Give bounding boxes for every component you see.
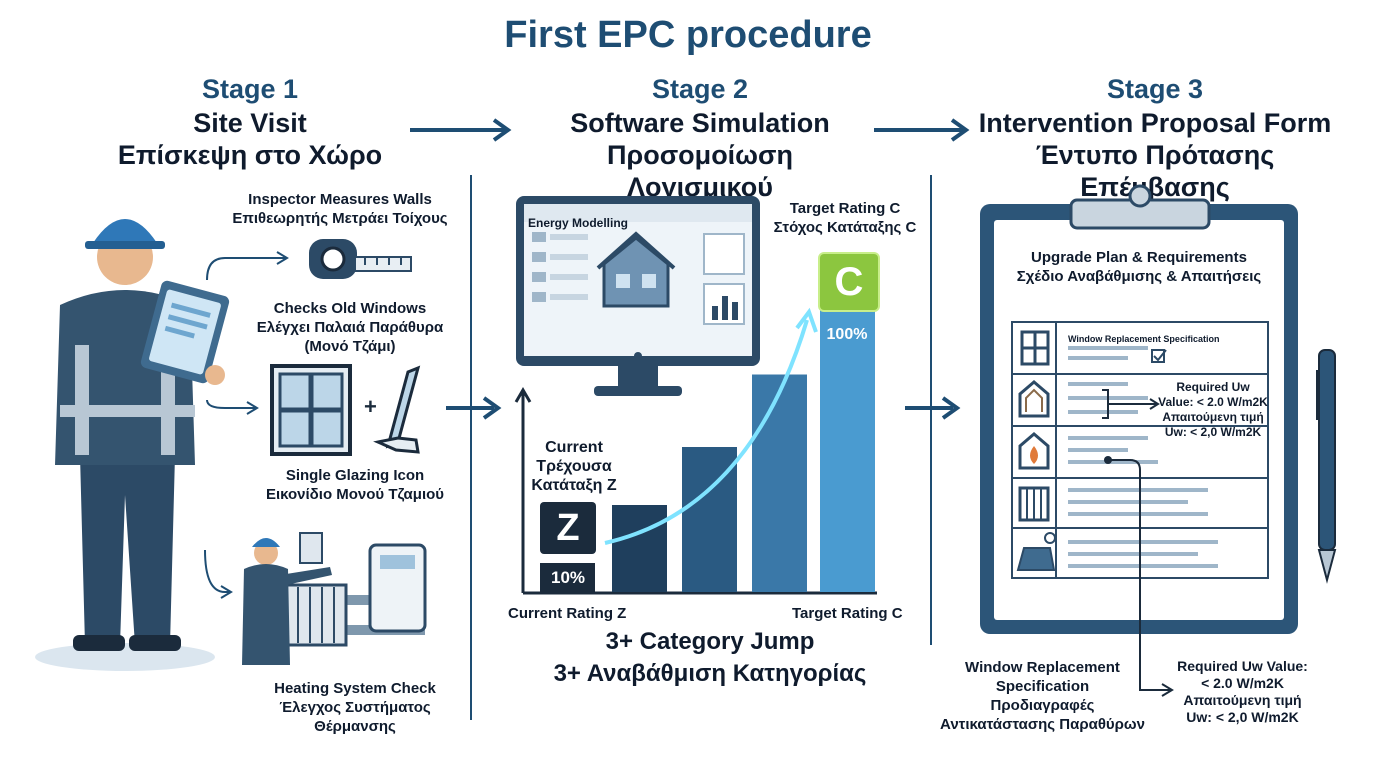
requirement-callout-l3: Απαιτούμενη τιμή: [1183, 692, 1302, 708]
spec-small-label: Window Replacement Specification: [1068, 334, 1220, 344]
stage-1-name-el: Επίσκεψη στο Χώρο: [117, 140, 383, 170]
requirement-note-l3: Απαιτούμενη τιμή: [1162, 410, 1264, 424]
stage-3-name-en: Intervention Proposal Form: [978, 108, 1332, 138]
progress-arrow-head-icon: [795, 307, 818, 333]
pen-icon: [1316, 349, 1337, 584]
window-icon: +: [270, 364, 421, 456]
y-axis-arrow-icon: [514, 387, 532, 403]
stage-1-header: Stage 1 Site Visit Επίσκεψη στο Χώρο: [110, 74, 390, 171]
stage-2-number: Stage 2: [651, 74, 749, 104]
chart-bar: [820, 302, 875, 592]
arrow-right-icon: [874, 118, 970, 142]
current-label-l2: Τρέχουσα: [536, 458, 612, 475]
stage-2-name-el: Προσομοίωση Λογισμικού: [607, 140, 793, 202]
target-label-en: Target Rating C: [789, 200, 901, 217]
stage-3-name-el: Έντυπο Πρότασης Επέμβασης: [1035, 140, 1275, 202]
requirement-note-l2: Value: < 2.0 W/m2K: [1158, 395, 1268, 409]
clip-icon: [1069, 184, 1211, 230]
windows-label-en: Checks Old Windows: [273, 300, 427, 317]
spec-label-en1: Window Replacement: [965, 659, 1120, 676]
current-label-l1: Current: [545, 439, 603, 456]
inspector-illustration: [35, 219, 230, 671]
form-rows: [1011, 321, 1269, 579]
stage-2-name-en: Software Simulation: [570, 108, 830, 138]
stage-3-number: Stage 3: [1106, 74, 1204, 104]
plan-title-el: Σχέδιο Αναβάθμισης & Απαιτήσεις: [1016, 268, 1262, 285]
stage-1-number: Stage 1: [201, 74, 299, 104]
screen-title: Energy Modelling: [528, 216, 629, 230]
current-label-l3: Κατάταξη Z: [531, 477, 617, 494]
svg-text:+: +: [364, 394, 377, 419]
requirement-callout-l4: Uw: < 2,0 W/m2K: [1186, 709, 1299, 725]
arrow-right-icon: [446, 396, 502, 420]
rating-badge-c: C: [818, 252, 880, 312]
heating-label-el: Έλεγχος Συστήματος Θέρμανσης: [279, 699, 431, 735]
axis-label-current: Current Rating Z: [508, 605, 627, 622]
requirement-callout-l1: Required Uw Value:: [1177, 658, 1308, 674]
chart-bar: [752, 374, 807, 592]
stage-3-header: Stage 3 Intervention Proposal Form Έντυπ…: [970, 74, 1340, 203]
rating-badge-z: Z: [540, 502, 596, 554]
category-jump: 3+ Category Jump 3+ Αναβάθμιση Κατηγορία…: [530, 626, 890, 690]
requirement-callout: Required Uw Value: < 2.0 W/m2K Απαιτούμε…: [1160, 658, 1325, 726]
rating-chart: [514, 302, 877, 595]
glazing-label-el: Εικονίδιο Μονού Τζαμιού: [265, 486, 445, 503]
windows-label: Checks Old Windows Ελέγχει Παλαιά Παράθυ…: [235, 299, 465, 356]
measure-label-el: Επιθεωρητής Μετράει Τοίχους: [232, 210, 448, 227]
measure-label: Inspector Measures Walls Επιθεωρητής Μετ…: [220, 190, 460, 228]
spec-label-el1: Προδιαγραφές: [990, 697, 1095, 714]
spec-label-el2: Αντικατάστασης Παραθύρων: [940, 716, 1145, 733]
arrow-right-icon: [905, 396, 961, 420]
current-percent: 10%: [550, 568, 586, 587]
windows-label-el2: (Μονό Τζάμι): [304, 338, 396, 355]
glazing-label: Single Glazing Icon Εικονίδιο Μονού Τζαμ…: [245, 466, 465, 504]
axis-label-target: Target Rating C: [792, 605, 903, 622]
connector-lines: [204, 251, 289, 599]
category-jump-el: 3+ Αναβάθμιση Κατηγορίας: [553, 660, 867, 687]
stage-2-header: Stage 2 Software Simulation Προσομοίωση …: [540, 74, 860, 203]
spec-label-en2: Specification: [995, 678, 1090, 695]
plan-title-en: Upgrade Plan & Requirements: [1031, 249, 1247, 266]
target-label: Target Rating C Στόχος Κατάταξης C: [760, 199, 930, 237]
requirement-note-l4: Uw: < 2,0 W/m2K: [1164, 425, 1262, 439]
measure-label-en: Inspector Measures Walls: [248, 191, 432, 208]
stage-1-name-en: Site Visit: [193, 108, 307, 138]
heating-label-en: Heating System Check: [274, 680, 436, 697]
spec-label: Window Replacement Specification Προδιαγ…: [935, 658, 1150, 734]
monitor-illustration: [516, 196, 760, 396]
target-percent: 100%: [826, 326, 868, 343]
stage-divider: [470, 175, 472, 720]
windows-label-el: Ελέγχει Παλαιά Παράθυρα: [256, 319, 444, 336]
requirement-note: Required Uw Value: < 2.0 W/m2K Απαιτούμε…: [1150, 380, 1276, 440]
requirement-note-l1: Required Uw: [1176, 380, 1250, 394]
heating-system-illustration: [242, 532, 427, 665]
requirement-callout-l2: < 2.0 W/m2K: [1201, 675, 1284, 691]
heating-label: Heating System Check Έλεγχος Συστήματος …: [240, 679, 470, 736]
chart-bar: [540, 563, 595, 592]
progress-arrow: [604, 319, 809, 545]
arrow-right-icon: [410, 118, 512, 142]
current-label: Current Τρέχουσα Κατάταξη Z: [528, 438, 620, 495]
category-jump-en: 3+ Category Jump: [605, 628, 815, 655]
tape-measure-icon: [309, 239, 412, 279]
glazing-label-en: Single Glazing Icon: [285, 467, 425, 484]
target-label-el: Στόχος Κατάταξης C: [773, 219, 917, 236]
plan-title: Upgrade Plan & Requirements Σχέδιο Αναβά…: [996, 248, 1282, 286]
page-title: First EPC procedure: [504, 14, 872, 56]
chart-bar: [612, 505, 667, 592]
callout-connector: [1104, 456, 1174, 697]
